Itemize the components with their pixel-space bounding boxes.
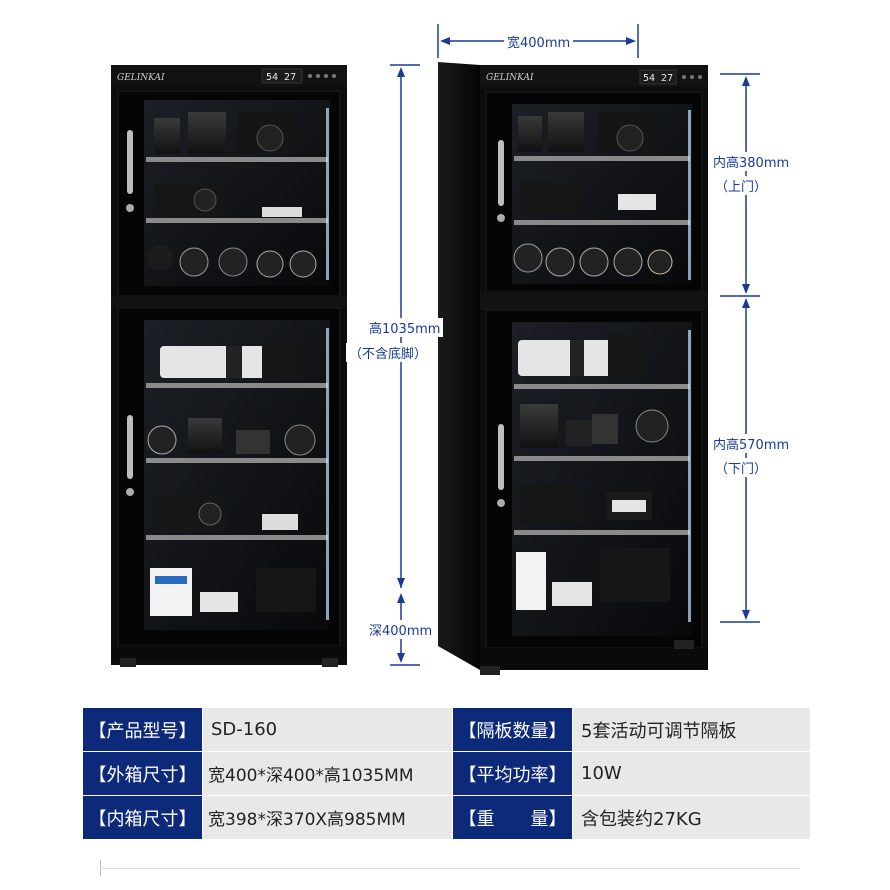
spec-row: 【外箱尺寸】 宽400*深400*高1035MM 【平均功率】 10W — [82, 751, 811, 796]
outer-size-value: 宽400*深400*高1035MM — [202, 751, 453, 796]
weight-value: 含包装约27KG — [572, 795, 811, 840]
dim-inner-top-note: （上门） — [712, 176, 771, 195]
power-label: 【平均功率】 — [452, 751, 573, 796]
shelves-label: 【隔板数量】 — [452, 707, 573, 752]
inner-size-label: 【内箱尺寸】 — [82, 795, 203, 840]
dim-width-label: 宽400mm — [504, 32, 574, 51]
humidity-display: 54 27 — [266, 72, 296, 83]
inner-size-value: 宽398*深370X高985MM — [202, 795, 453, 840]
dim-height-label: 高1035mm — [366, 318, 444, 337]
humidity-display-2: 54 27 — [643, 73, 673, 84]
footer-divider — [100, 868, 800, 869]
dim-depth-label: 深400mm — [366, 620, 436, 639]
dim-inner-bottom-note: （下门） — [712, 458, 771, 477]
shelves-value: 5套活动可调节隔板 — [572, 707, 811, 752]
weight-label: 【重 量】 — [452, 795, 573, 840]
power-value: 10W — [572, 751, 811, 796]
brand-logo-2: GELINKAI — [486, 73, 534, 83]
spec-table: 【产品型号】 SD-160 【隔板数量】 5套活动可调节隔板 【外箱尺寸】 宽4… — [82, 707, 811, 840]
outer-size-label: 【外箱尺寸】 — [82, 751, 203, 796]
spec-row: 【内箱尺寸】 宽398*深370X高985MM 【重 量】 含包装约27KG — [82, 795, 811, 840]
cabinet-angle-view: GELINKAI 54 27 — [438, 62, 708, 675]
dim-inner-top-label: 内高380mm — [710, 152, 793, 171]
dim-inner-bottom-label: 内高570mm — [710, 434, 793, 453]
brand-logo: GELINKAI — [117, 73, 165, 83]
model-value: SD-160 — [202, 707, 453, 752]
dim-height-note: （不含底脚） — [346, 343, 431, 362]
spec-row: 【产品型号】 SD-160 【隔板数量】 5套活动可调节隔板 — [82, 707, 811, 752]
model-label: 【产品型号】 — [82, 707, 203, 752]
cabinet-front-view: GELINKAI 54 27 — [111, 65, 347, 667]
